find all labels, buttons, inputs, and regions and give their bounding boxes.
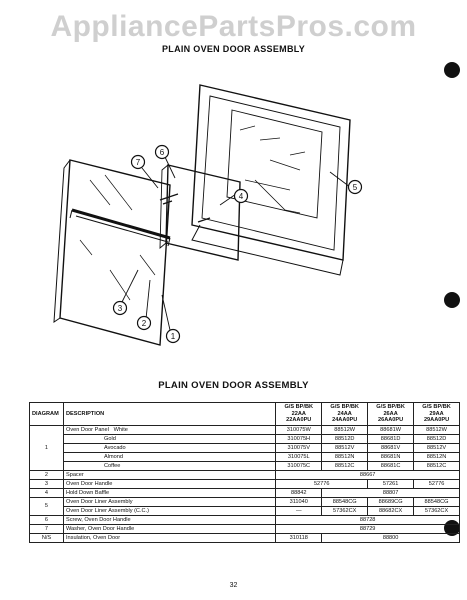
callout-5: 5 <box>353 183 358 192</box>
table-row: Oven Door Liner Assembly (C.C.) — 57362C… <box>30 505 460 516</box>
table-title: PLAIN OVEN DOOR ASSEMBLY <box>158 380 309 391</box>
watermark: AppliancePartsPros.com <box>50 10 417 43</box>
table-row: Almond 310075L 88512N 88681N 88512N <box>30 451 460 462</box>
handle-drawing <box>69 208 171 247</box>
col-diagram: DIAGRAM <box>29 402 64 426</box>
callout-4: 4 <box>239 192 244 201</box>
table-row: N/S Insulation, Oven Door 310118 88800 <box>29 532 460 543</box>
callout-3: 3 <box>118 304 123 313</box>
table-row: 2 Spacer 88667 <box>29 469 460 480</box>
diagram-title: PLAIN OVEN DOOR ASSEMBLY <box>161 44 306 54</box>
table-row: 7 Washer, Oven Door Handle 88729 <box>29 523 460 534</box>
callout-7: 7 <box>136 158 141 167</box>
door-panel-drawing <box>53 159 171 346</box>
table-row: 4 Hold Down Baffle 88842 88807 <box>29 487 460 498</box>
table-row: Coffee 310075C 88512C 88681C 88512C <box>30 460 460 471</box>
table-row: 1 Oven Door Panel White 310075W 88512W 8… <box>29 424 460 471</box>
table-row: 6 Screw, Oven Door Handle 88728 <box>29 514 460 525</box>
callout-1: 1 <box>171 332 176 341</box>
table-row: 5 Oven Door Liner Assembly 311040 88548C… <box>29 496 460 516</box>
callout-6: 6 <box>160 148 165 157</box>
table-row: Gold 310075H 88512D 88681D 88512D <box>30 433 460 444</box>
baffle-drawing <box>159 164 241 261</box>
page-number: 32 <box>229 582 238 589</box>
screw-drawing <box>159 193 211 223</box>
table-row: Avocado 310075V 88512V 88681V 88512V <box>30 442 460 453</box>
punch-hole-middle <box>444 292 460 308</box>
col-description: DESCRIPTION <box>62 402 277 426</box>
table-row: 3 Oven Door Handle 52776 57261 52776 <box>29 478 460 489</box>
callout-2: 2 <box>142 319 147 328</box>
punch-hole-top <box>444 62 460 78</box>
exploded-diagram: 7 6 4 5 3 2 1 <box>53 84 363 346</box>
door-liner-drawing <box>191 84 351 276</box>
